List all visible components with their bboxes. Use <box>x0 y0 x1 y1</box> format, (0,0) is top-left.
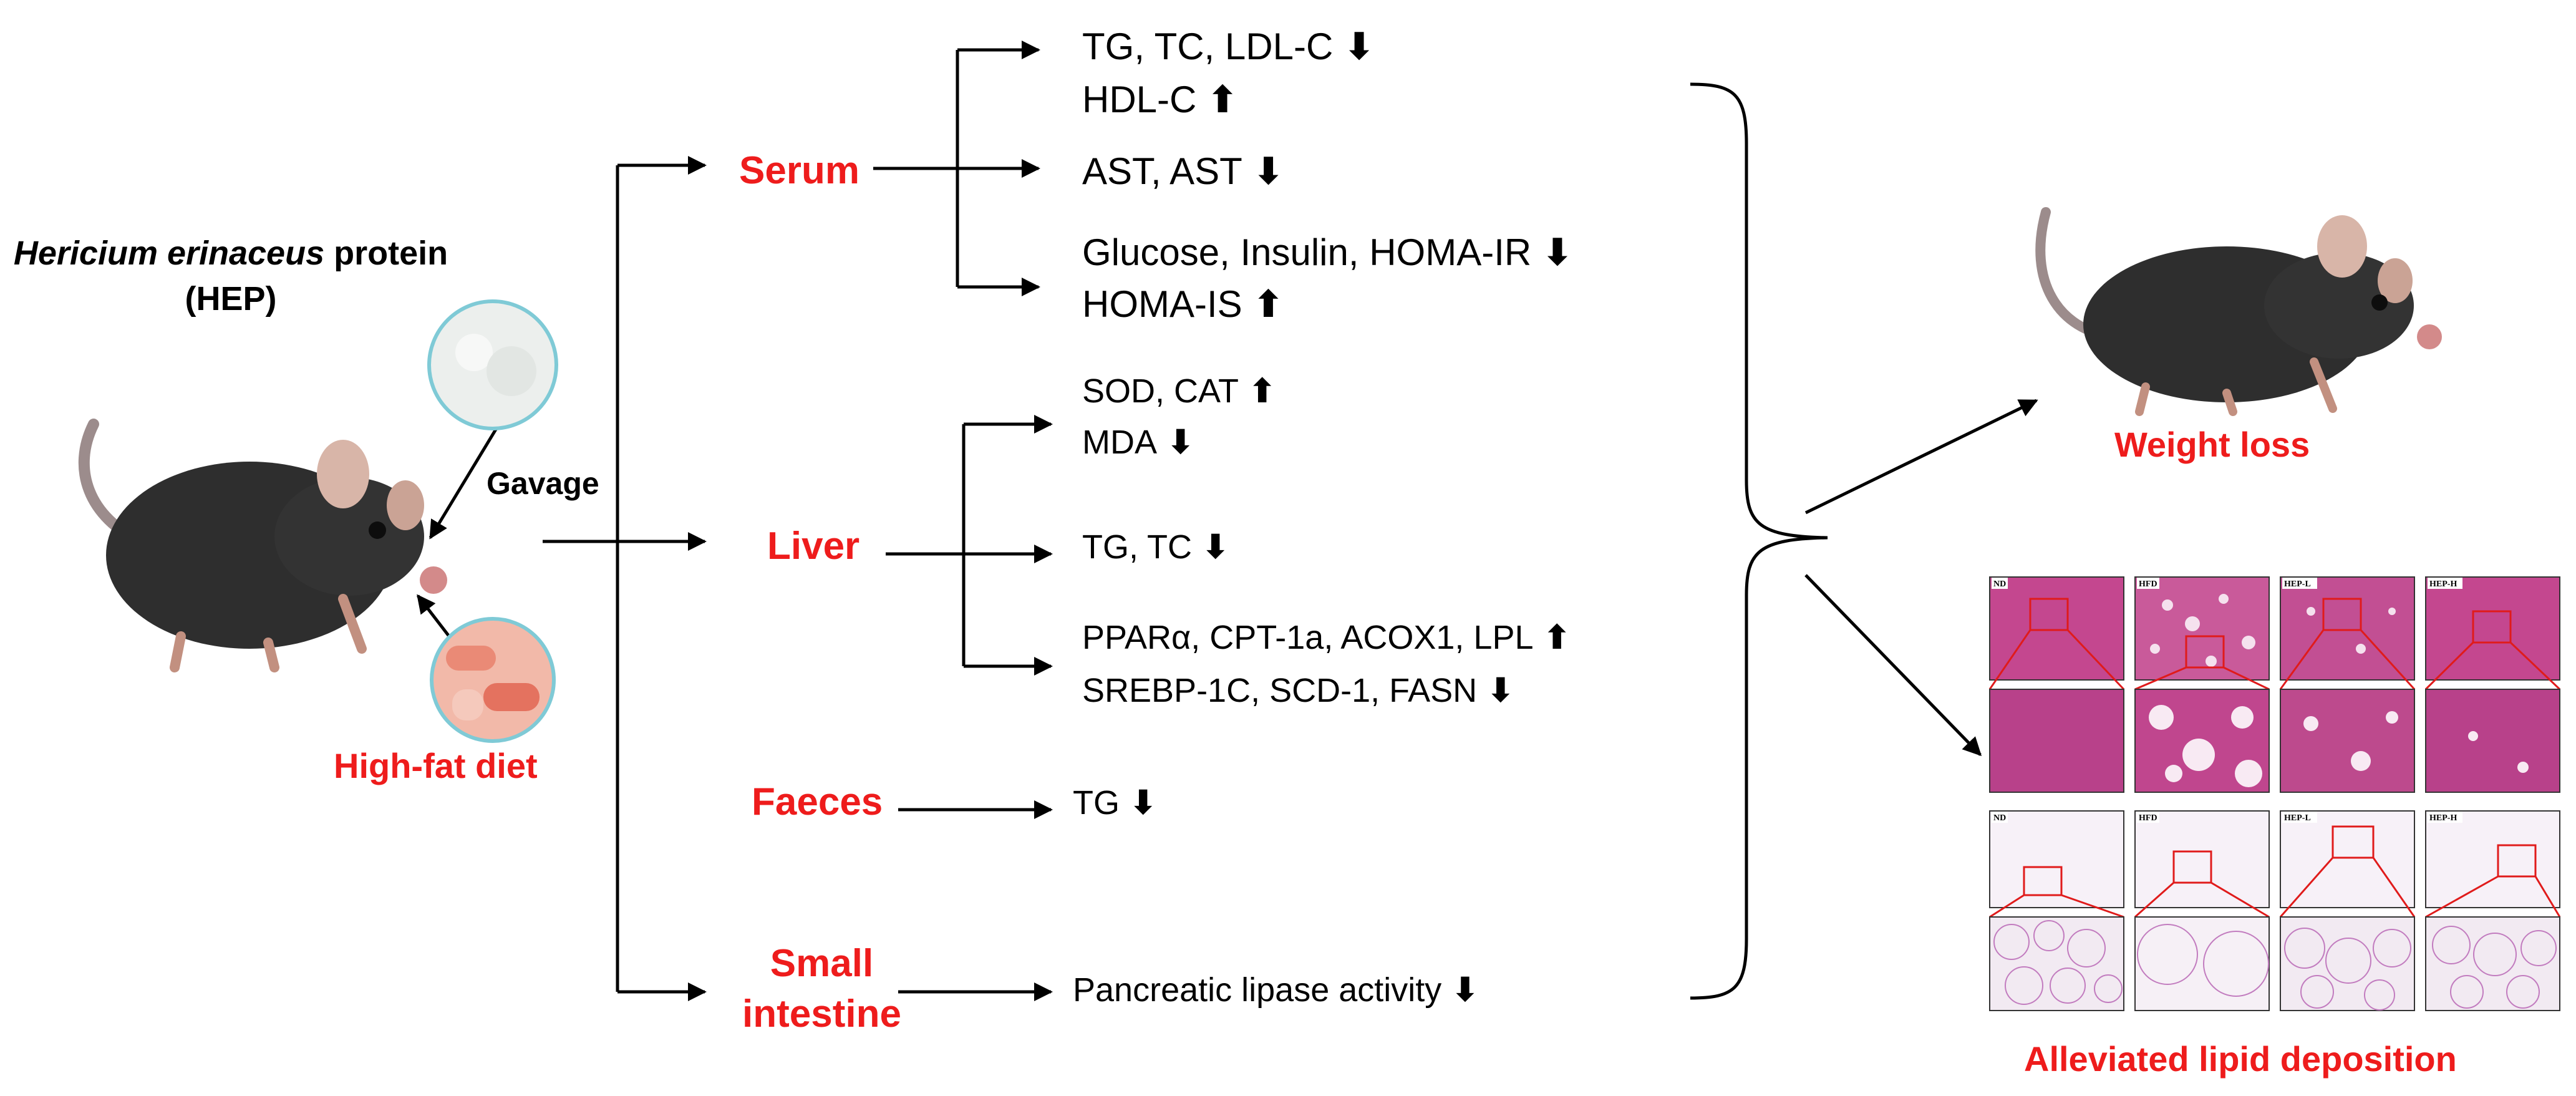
serum-homa-is: HOMA-IS ⬆ <box>1082 286 1284 323</box>
liver-up-genes: PPARα, CPT-1a, ACOX1, LPL ⬆ <box>1082 621 1571 654</box>
histology-panel-label: HEP-L <box>2284 813 2311 823</box>
liver-panel-row <box>1988 576 2561 691</box>
title-abbreviation: (HEP) <box>185 279 277 318</box>
panel-label-bg <box>2137 812 2159 823</box>
organ-faeces: Faeces <box>752 780 883 823</box>
down-arrow-icon: ⬇ <box>1166 424 1195 461</box>
up-arrow-icon: ⬆ <box>1248 372 1277 410</box>
down-arrow-icon: ⬇ <box>1201 528 1230 566</box>
liver-mda-text: MDA <box>1082 424 1157 461</box>
small-intestine-line2: intestine <box>742 992 901 1035</box>
outcome-lipid-deposition: Alleviated lipid deposition <box>2024 1039 2457 1079</box>
serum-homa-is-text: HOMA-IS <box>1082 283 1242 325</box>
up-arrow-icon: ⬆ <box>1252 283 1284 325</box>
outcome-weight-loss: Weight loss <box>2114 425 2310 464</box>
mouse-icon <box>2035 207 2442 416</box>
serum-enzymes: AST, AST ⬇ <box>1082 153 1284 190</box>
powder-image <box>427 299 558 430</box>
liver-up-genes-text: PPARα, CPT-1a, ACOX1, LPL <box>1082 619 1534 656</box>
faeces-tg: TG ⬇ <box>1073 786 1157 820</box>
histology-panel-label: HFD <box>2139 580 2157 589</box>
serum-glucose-text: Glucose, Insulin, HOMA-IR <box>1082 231 1532 273</box>
histology-panel-label: HFD <box>2139 813 2157 823</box>
histology-panel-label: HEP-L <box>2284 580 2311 589</box>
serum-hdl-text: HDL-C <box>1082 79 1197 120</box>
down-arrow-icon: ⬇ <box>1129 784 1158 822</box>
down-arrow-icon: ⬇ <box>1451 971 1479 1009</box>
small-intestine-line1: Small <box>770 942 874 985</box>
serum-lipids: TG, TC, LDL-C ⬇ <box>1082 28 1375 65</box>
panel-label-bg <box>2137 578 2159 589</box>
liver-down-genes: SREBP-1C, SCD-1, FASN ⬇ <box>1082 674 1514 707</box>
panel-label-bg <box>1992 578 2008 589</box>
liver-down-genes-text: SREBP-1C, SCD-1, FASN <box>1082 672 1478 709</box>
liver-lipids-text: TG, TC <box>1082 528 1193 566</box>
histology-panel-label: ND <box>1993 813 2006 823</box>
liver-antioxidant: SOD, CAT ⬆ <box>1082 374 1276 408</box>
histology-panel-label: HEP-H <box>2429 580 2457 589</box>
serum-glucose: Glucose, Insulin, HOMA-IR ⬇ <box>1082 234 1573 271</box>
down-arrow-icon: ⬇ <box>1252 150 1284 192</box>
liver-antioxidant-text: SOD, CAT <box>1082 372 1239 410</box>
organ-small-intestine: Small intestine <box>742 939 901 1039</box>
up-arrow-icon: ⬆ <box>1207 79 1239 120</box>
up-arrow-icon: ⬆ <box>1542 619 1571 656</box>
panel-label-bg <box>2282 578 2317 589</box>
histology-figure: ND HFD HEP-L HEP-H ND HFD HEP-L HEP-H <box>1988 576 2561 1011</box>
down-arrow-icon: ⬇ <box>1343 26 1375 67</box>
down-arrow-icon: ⬇ <box>1486 672 1515 709</box>
serum-hdl: HDL-C ⬆ <box>1082 81 1238 119</box>
mouse-icon <box>78 419 447 672</box>
liver-mda: MDA ⬇ <box>1082 425 1194 459</box>
faeces-tg-text: TG <box>1073 784 1120 822</box>
intestine-lipase-text: Pancreatic lipase activity <box>1073 971 1442 1009</box>
gavage-label: Gavage <box>487 466 599 501</box>
title-suffix: protein <box>324 235 448 272</box>
source-title: Hericium erinaceus protein (HEP) <box>12 231 449 322</box>
high-fat-food-image <box>430 617 556 743</box>
serum-lipids-text: TG, TC, LDL-C <box>1082 26 1334 67</box>
panel-label-bg <box>1992 812 2008 823</box>
panel-label-bg <box>2428 578 2462 589</box>
histology-panel-label: HEP-H <box>2429 813 2457 823</box>
organ-serum: Serum <box>739 149 859 192</box>
intestine-lipase: Pancreatic lipase activity ⬇ <box>1073 973 1479 1007</box>
panel-label-bg <box>2428 812 2462 823</box>
histology-panel-label: ND <box>1993 580 2006 589</box>
liver-lipids: TG, TC ⬇ <box>1082 530 1229 564</box>
serum-enzymes-text: AST, AST <box>1082 150 1242 192</box>
organ-liver: Liver <box>767 525 860 568</box>
down-arrow-icon: ⬇ <box>1541 231 1574 273</box>
species-name: Hericium erinaceus <box>13 235 325 272</box>
panel-label-bg <box>2282 812 2317 823</box>
diet-label: High-fat diet <box>334 746 538 785</box>
